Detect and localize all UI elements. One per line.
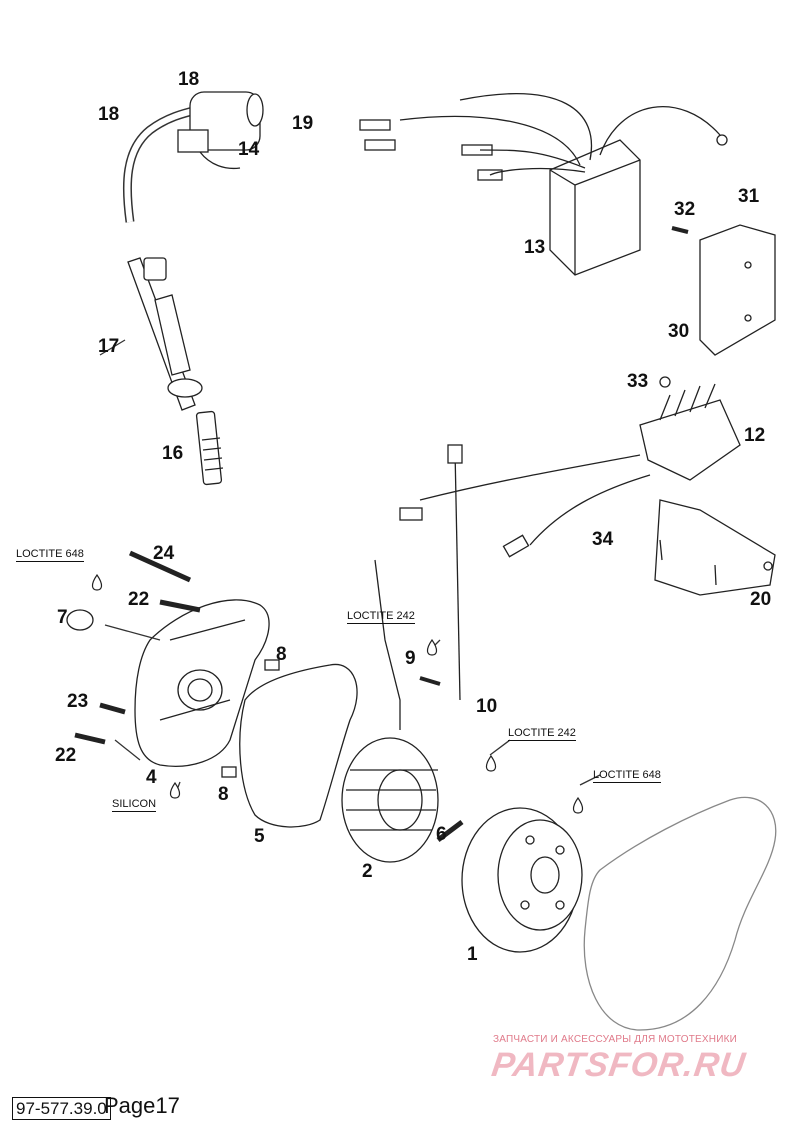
gasket (239, 663, 358, 828)
connector-2 (502, 534, 530, 558)
label-part-34: 34 (592, 529, 614, 550)
label-part-33: 33 (627, 371, 649, 392)
note-loctite-242-mid: LOCTITE 242 (347, 610, 415, 624)
label-part-6: 6 (436, 824, 447, 845)
label-part-14: 14 (238, 139, 260, 160)
label-part-22-bottom: 22 (55, 745, 77, 766)
sensor-wire (454, 449, 461, 701)
ignition-coil (122, 91, 264, 223)
bolts (66, 550, 464, 842)
label-part-8-bottom: 8 (218, 784, 229, 805)
ignition-cover (134, 599, 270, 767)
label-part-31: 31 (738, 186, 760, 207)
regulator-wire-2 (529, 474, 651, 546)
note-loctite-242-right: LOCTITE 242 (508, 727, 576, 741)
label-part-1: 1 (467, 944, 478, 965)
label-part-2: 2 (362, 861, 373, 882)
regulator-bracket (654, 499, 776, 596)
crankcase-cover (583, 796, 777, 1031)
regulator-wire (419, 454, 641, 501)
mounting-bracket (671, 224, 776, 356)
watermark-tagline: ЗАПЧАСТИ И АКСЕССУАРЫ ДЛЯ МОТОТЕХНИКИ (493, 1034, 738, 1045)
label-part-12: 12 (744, 425, 766, 446)
label-part-16: 16 (162, 443, 184, 464)
label-part-18-top: 18 (178, 69, 200, 90)
loctite-drops (91, 573, 584, 814)
label-part-19: 19 (292, 113, 314, 134)
document-code: 97-577.39.0 (12, 1097, 111, 1120)
note-loctite-648-right: LOCTITE 648 (593, 769, 661, 783)
flywheel (461, 807, 583, 953)
label-part-9: 9 (405, 648, 416, 669)
label-part-24: 24 (153, 543, 175, 564)
label-part-30: 30 (668, 321, 690, 342)
label-part-18-left: 18 (98, 104, 120, 125)
stator (341, 559, 439, 863)
voltage-regulator (639, 376, 741, 481)
label-part-20: 20 (750, 589, 772, 610)
spark-plug-cap (127, 257, 203, 411)
label-part-13: 13 (524, 237, 546, 258)
page-number: Page17 (104, 1093, 180, 1118)
label-part-32: 32 (674, 199, 696, 220)
spark-plug (195, 410, 224, 486)
label-part-22-top: 22 (128, 589, 150, 610)
note-loctite-648-left: LOCTITE 648 (16, 548, 84, 562)
cdi-unit (359, 93, 728, 276)
label-part-10: 10 (476, 696, 498, 717)
label-part-7: 7 (57, 607, 68, 628)
label-part-23: 23 (67, 691, 89, 712)
label-part-5: 5 (254, 826, 265, 847)
label-part-4: 4 (146, 767, 157, 788)
label-part-17: 17 (98, 336, 120, 357)
watermark-logo: PARTSFOR.RU (489, 1046, 749, 1084)
connector (399, 507, 423, 521)
note-silicon: SILICON (112, 798, 157, 812)
label-part-8-top: 8 (276, 644, 287, 665)
